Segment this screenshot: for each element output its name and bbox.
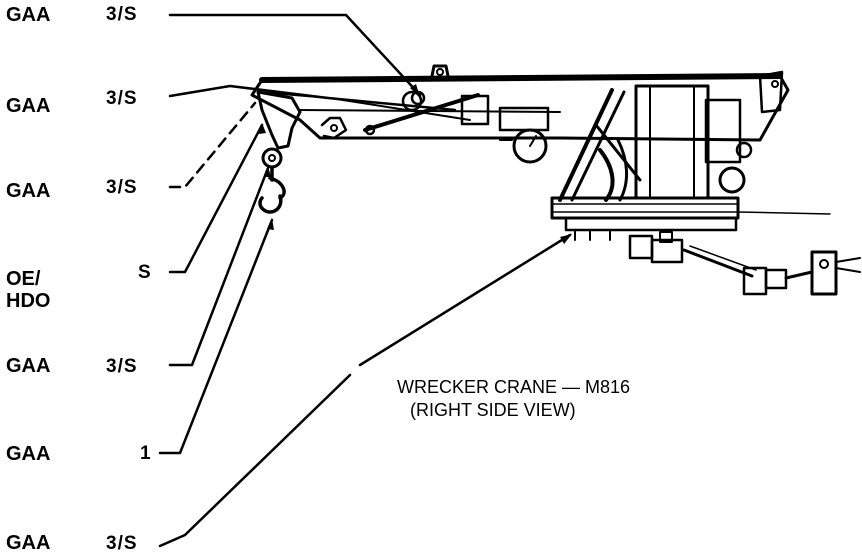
crane-mast-and-housing: [558, 84, 753, 202]
leader-line-7: [158, 373, 352, 548]
callout-lubricant-4: OE/ HDO: [6, 268, 51, 312]
callout-interval-4: S: [138, 262, 152, 283]
control-linkage: [628, 231, 861, 296]
callout-lubricant-2: GAA: [6, 95, 51, 117]
pressure-gauge: [499, 128, 548, 164]
leader-arrowheads: [259, 84, 572, 244]
leader-line-6: [158, 218, 274, 455]
callout-interval-3: 3/S: [106, 177, 138, 198]
callout-lubricant-3: GAA: [6, 180, 51, 202]
leader-line-1: [168, 13, 422, 97]
leader-line-2: [168, 84, 457, 112]
callout-lubricant-1: GAA: [6, 4, 51, 26]
arrowhead-1: [410, 84, 420, 97]
diagram-title: WRECKER CRANE — M816: [397, 377, 631, 397]
leader-line-5: [168, 166, 270, 367]
callout-interval-2: 3/S: [106, 88, 138, 109]
arrowhead-6: [267, 218, 274, 230]
hook-block: [256, 90, 302, 214]
leader-line-4: [168, 123, 264, 274]
callout-interval-1: 3/S: [106, 4, 138, 25]
callout-lubricant-6: GAA: [6, 443, 51, 465]
callout-lubricant-7: GAA: [6, 532, 51, 554]
arrowhead-4: [259, 123, 266, 134]
callout-interval-7: 3/S: [106, 533, 138, 554]
leader-line-3: [168, 101, 257, 189]
turntable-base: [550, 196, 831, 241]
leader-line-7b: [358, 233, 572, 367]
arrowhead-7: [560, 234, 572, 244]
hoist-cable-and-cylinder: [257, 90, 550, 136]
callout-interval-5: 3/S: [106, 356, 138, 377]
callout-lubricant-5: GAA: [6, 355, 51, 377]
arrowhead-5: [264, 166, 271, 177]
diagram-subtitle: (RIGHT SIDE VIEW): [410, 400, 576, 420]
leader-lines: [158, 13, 572, 548]
callout-interval-6: 1: [140, 443, 152, 464]
